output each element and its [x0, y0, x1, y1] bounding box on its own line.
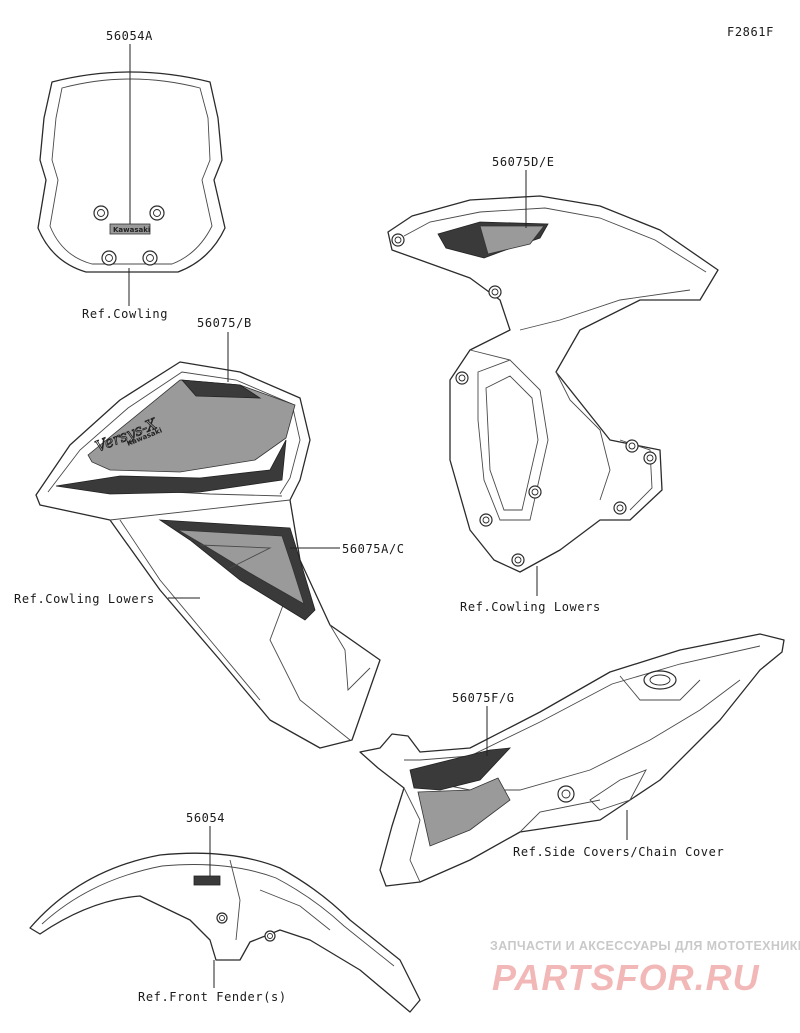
right-cowl-mount-holes — [391, 233, 657, 567]
figure-code: F2861F — [727, 25, 774, 39]
right-cowl-decal — [437, 221, 549, 259]
side-cover-decal — [409, 747, 512, 847]
front-fender-part — [29, 852, 421, 1013]
fender-decal — [193, 875, 221, 886]
right-part-label: 56075D/E — [492, 155, 555, 169]
side-ref-label: Ref.Side Covers/Chain Cover — [513, 845, 724, 859]
upper-left-part-label: 56075/B — [197, 316, 252, 330]
windshield-mount-holes — [93, 205, 165, 266]
lower-cowl-decal — [158, 519, 316, 621]
right-ref-label: Ref.Cowling Lowers — [460, 600, 601, 614]
fender-ref-label: Ref.Front Fender(s) — [138, 990, 287, 1004]
left-ref-label: Ref.Cowling Lowers — [14, 592, 155, 606]
upper-cowl-decal: Versys-X Kawasaki — [55, 379, 296, 495]
fender-part-label: 56054 — [186, 811, 225, 825]
watermark-logo: PARTSFOR.RU — [492, 957, 760, 998]
windshield-logo: Kawasaki — [113, 226, 150, 234]
right-cowling-part — [387, 195, 719, 573]
windshield-part: Kawasaki — [37, 71, 226, 273]
windshield-ref-label: Ref.Cowling — [82, 307, 168, 321]
windshield-part-label: 56054A — [106, 29, 153, 43]
side-part-label: 56075F/G — [452, 691, 515, 705]
watermark-tagline: ЗАПЧАСТИ И АКСЕССУАРЫ ДЛЯ МОТОТЕХНИКИ — [490, 939, 800, 953]
lower-left-part-label: 56075A/C — [342, 542, 405, 556]
